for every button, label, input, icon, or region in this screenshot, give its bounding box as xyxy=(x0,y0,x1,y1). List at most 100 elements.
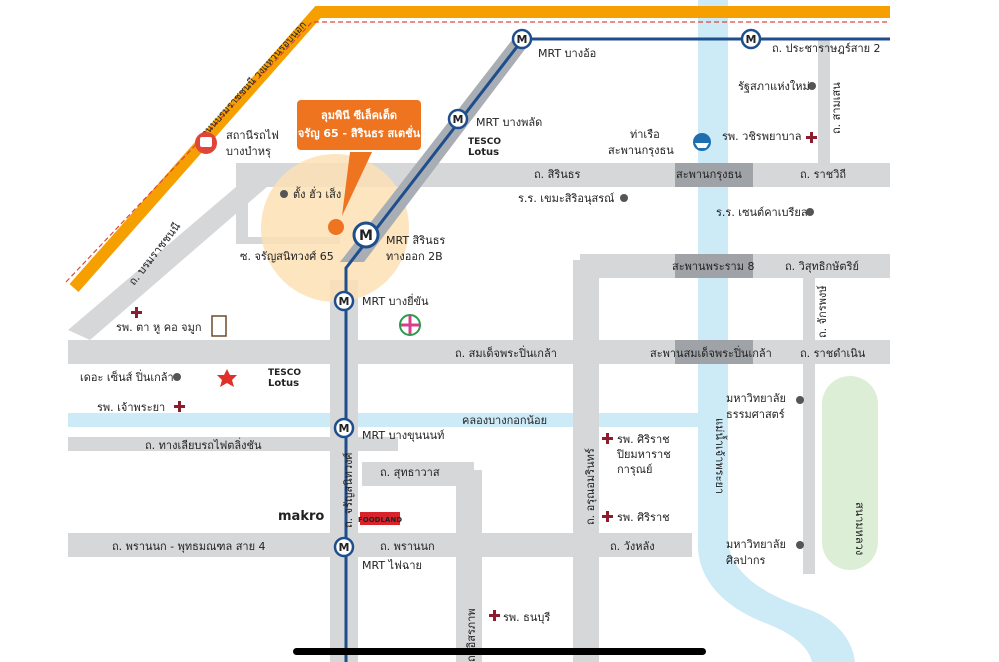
label-somdet-pinklao: ถ. สมเด็จพระปิ่นเกล้า xyxy=(455,345,557,360)
parliament-dot xyxy=(808,82,816,90)
red-star-brand-icon xyxy=(216,369,238,387)
label-chakkraphong: ถ. จักรพงษ์ xyxy=(816,285,829,338)
label-parliament: รัฐสภาแห่งใหม่ xyxy=(738,80,810,93)
svg-text:M: M xyxy=(339,541,350,554)
silpakorn-dot xyxy=(796,541,804,549)
callout-pointer xyxy=(342,152,372,216)
mrt-stations: M M M M M M M xyxy=(333,28,762,558)
tesco-lotus-top-2: Lotus xyxy=(468,147,499,158)
label-silpakorn-1: มหาวิทยาลัย xyxy=(726,538,786,551)
tesco-lotus-bottom-2: Lotus xyxy=(268,378,299,389)
svg-text:M: M xyxy=(453,113,464,126)
bridge-krungthon xyxy=(675,163,753,187)
station-bang-o: M xyxy=(511,28,533,50)
label-central-pinklao: เดอะ เซ็นส์ ปิ่นเกล้า xyxy=(80,369,174,384)
pata-store-icon xyxy=(211,315,227,337)
tesco-lotus-bottom-1: TESCO xyxy=(268,368,301,378)
foodland-logo: FOODLAND xyxy=(358,516,402,524)
label-chao-phraya: แม่น้ำเจ้าพระยา xyxy=(713,418,728,494)
siriraj-hospital-icon xyxy=(602,511,613,522)
callout-box xyxy=(297,100,421,150)
callout-line1: ลุมพินี ซีเล็คเต็ด xyxy=(321,108,397,123)
sanam-luang-park xyxy=(822,376,878,570)
label-outer-ring: ถนนบรมราชชนนี วงแหวนรอบนอก xyxy=(198,19,309,140)
makro-logo: makro xyxy=(278,509,324,524)
bridge-rama8 xyxy=(675,254,753,278)
label-charansanitwong: ถ. จรัญสนิทวงศ์ xyxy=(342,453,355,528)
label-khlong: คลองบางกอกน้อย xyxy=(462,414,547,427)
label-sanam-luang: สนามหลวง xyxy=(853,502,866,555)
label-railway-1: สถานีรถไฟ xyxy=(226,129,279,142)
station-bang-khun-non: M xyxy=(333,417,355,439)
label-arun-amarin: ถ. อรุณอมรินทร์ xyxy=(584,448,597,525)
station-fai-chai: M xyxy=(333,536,355,558)
mrt-line-blue xyxy=(344,37,890,662)
label-mrt-sirindhorn-exit: ทางออก 2B xyxy=(386,250,443,263)
label-ratchawithi: ถ. ราชวิถี xyxy=(800,168,846,181)
siriraj-pm-hospital-icon xyxy=(602,433,613,444)
label-sirindhorn-road: ถ. สิรินธร xyxy=(534,168,581,181)
railway-icon xyxy=(195,132,217,154)
label-mrt-fai-chai: MRT ไฟฉาย xyxy=(362,559,422,572)
station-sirindhorn: M xyxy=(352,221,380,249)
siam-brand-icon xyxy=(399,314,421,336)
label-pracharat-sai2: ถ. ประชาราษฎร์สาย 2 xyxy=(772,42,881,55)
khlong-bangkok-noi xyxy=(68,413,708,427)
tang-hua-seng-dot xyxy=(280,190,288,198)
label-thang-rotfai: ถ. ทางเลียบรถไฟตลิ่งชัน xyxy=(145,437,262,452)
label-tang-hua-seng: ตั้ง ฮั่ว เส็ง xyxy=(293,186,341,201)
label-siriraj: รพ. ศิริราช xyxy=(617,511,670,524)
label-mrt-bang-khun-non: MRT บางขุนนนท์ xyxy=(362,429,444,442)
khema-dot xyxy=(620,194,628,202)
label-pier-2: สะพานกรุงธน xyxy=(608,144,674,157)
label-bridge-pinklao: สะพานสมเด็จพระปิ่นเกล้า xyxy=(650,345,772,360)
label-siriraj-pm-1: รพ. ศิริราช xyxy=(617,433,670,446)
bridge-pinklao xyxy=(675,340,753,364)
vajira-hospital-icon xyxy=(806,132,817,143)
label-thonburi-hospital: รพ. ธนบุรี xyxy=(503,611,550,624)
svg-text:M: M xyxy=(339,295,350,308)
label-mrt-bang-phlat: MRT บางพลัด xyxy=(476,116,542,129)
label-khema: ร.ร. เขมะสิริอนุสรณ์ xyxy=(518,192,614,205)
label-ratchadamnoen: ถ. ราชดำเนิน xyxy=(800,347,866,360)
label-mrt-bang-yi-khan: MRT บางยี่ขัน xyxy=(362,293,429,308)
st-gabriel-dot xyxy=(806,208,814,216)
label-phrannok-phutthamonthon: ถ. พรานนก - พุทธมณฑล สาย 4 xyxy=(112,540,266,553)
svg-text:M: M xyxy=(746,33,757,46)
station-bang-yi-khan: M xyxy=(333,290,355,312)
label-charan65: ซ. จรัญสนิทวงศ์ 65 xyxy=(240,250,334,263)
label-siriraj-pm-3: การุณย์ xyxy=(617,463,652,476)
label-chao-phraya-hospital: รพ. เจ้าพระยา xyxy=(97,401,165,414)
project-pin xyxy=(328,219,344,235)
thonburi-hospital-icon xyxy=(489,610,500,621)
label-silpakorn-2: ศิลปากร xyxy=(726,554,766,567)
central-pinklao-dot xyxy=(173,373,181,381)
outer-ring-road xyxy=(69,6,890,292)
label-thammasat-2: ธรรมศาสตร์ xyxy=(726,408,785,421)
chao-phraya-river xyxy=(698,0,855,662)
label-bridge-krungthon: สะพานกรุงธน xyxy=(676,168,742,181)
tesco-lotus-top-1: TESCO xyxy=(468,137,501,147)
label-pier-1: ท่าเรือ xyxy=(630,128,660,141)
callout-line2: จรัญ 65 - สิรินธร สเตชั่น xyxy=(298,125,421,140)
label-mrt-sirindhorn: MRT สิรินธร xyxy=(386,234,445,247)
foodland-logo-bg xyxy=(360,512,400,525)
label-siriraj-pm-2: ปิยมหาราช xyxy=(616,448,671,461)
ent-hospital-icon xyxy=(131,307,142,318)
label-sutthawat: ถ. สุทธาวาส xyxy=(380,466,440,479)
label-bridge-rama8: สะพานพระราม 8 xyxy=(672,260,754,273)
label-railway-2: บางบำหรุ xyxy=(226,145,271,158)
station-pracharat: M xyxy=(740,28,762,50)
label-phrannok: ถ. พรานนก xyxy=(380,540,435,553)
chao-phraya-hospital-icon xyxy=(174,401,185,412)
label-thammasat-1: มหาวิทยาลัย xyxy=(726,392,786,405)
station-bang-phlat: M xyxy=(447,108,469,130)
thammasat-dot xyxy=(796,396,804,404)
pier-boat-icon xyxy=(693,133,711,151)
svg-text:M: M xyxy=(359,228,373,244)
label-wang-lang: ถ. วังหลัง xyxy=(610,540,655,553)
label-ent-hospital: รพ. ตา หู คอ จมูก xyxy=(116,321,202,334)
svg-text:M: M xyxy=(339,422,350,435)
label-mrt-bang-o: MRT บางอ้อ xyxy=(538,47,596,60)
